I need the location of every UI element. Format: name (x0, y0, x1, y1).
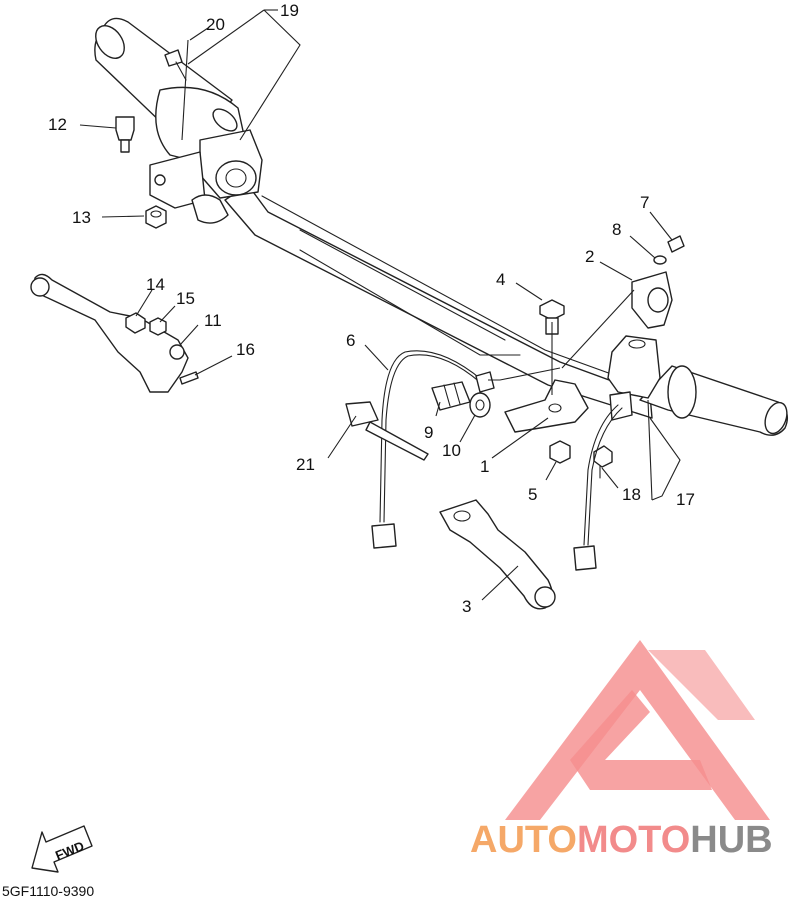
part-12-pin (115, 116, 135, 153)
callout-1: 1 (480, 457, 489, 476)
watermark-hub: HUB (690, 819, 772, 861)
part-2-bracket (631, 271, 673, 329)
callout-13: 13 (72, 208, 91, 227)
callout-8: 8 (612, 220, 621, 239)
leader-lines (79, 9, 681, 601)
callout-14: 14 (146, 275, 165, 294)
callout-5: 5 (528, 485, 537, 504)
part-18-screw (593, 445, 613, 479)
callout-11: 11 (204, 311, 222, 330)
right-grip-assembly (607, 335, 788, 436)
callout-21: 21 (296, 455, 315, 474)
part-16-screw (179, 371, 199, 385)
part-9-switch (431, 381, 471, 411)
callout-labels: 1 2 3 4 5 6 7 8 9 10 11 12 13 14 15 16 1… (48, 1, 695, 616)
callout-19: 19 (280, 1, 299, 20)
callout-2: 2 (585, 247, 594, 266)
part-5-nut (549, 440, 571, 464)
callout-4: 4 (496, 270, 505, 289)
part-10-washer (469, 392, 491, 418)
watermark-text: AUTOMOTOHUB (470, 819, 773, 861)
part-11-left-lever (30, 273, 189, 393)
callout-10: 10 (442, 441, 461, 460)
part-3-right-lever (439, 499, 556, 610)
part-14-bolt (125, 312, 146, 334)
callout-20: 20 (206, 15, 225, 34)
callout-9: 9 (424, 423, 433, 442)
part-21-cable-tie (345, 401, 429, 461)
callout-6: 6 (346, 331, 355, 350)
callout-16: 16 (236, 340, 255, 359)
callout-15: 15 (176, 289, 195, 308)
right-switch-cable (573, 404, 623, 571)
callout-12: 12 (48, 115, 67, 134)
part-8-washer (653, 255, 667, 265)
part-15-nut (149, 317, 167, 336)
callout-18: 18 (622, 485, 641, 504)
watermark-moto: MOTO (577, 819, 690, 861)
callout-7: 7 (640, 193, 649, 212)
part-20-screw (164, 49, 187, 81)
part-13-nut (145, 205, 167, 229)
handlebar (224, 184, 653, 419)
watermark-logo: AUTOMOTOHUB (470, 640, 773, 861)
callout-3: 3 (462, 597, 471, 616)
part-1-bracket (504, 379, 589, 433)
triangle-g-logo-icon (505, 640, 770, 820)
part-6-cable (371, 350, 495, 549)
diagram-code: 5GF1110-9390 (2, 883, 94, 899)
left-grip-assembly (94, 17, 263, 224)
callout-17: 17 (676, 490, 695, 509)
fwd-arrow-icon: FWD (31, 825, 93, 873)
watermark-auto: AUTO (470, 819, 577, 861)
